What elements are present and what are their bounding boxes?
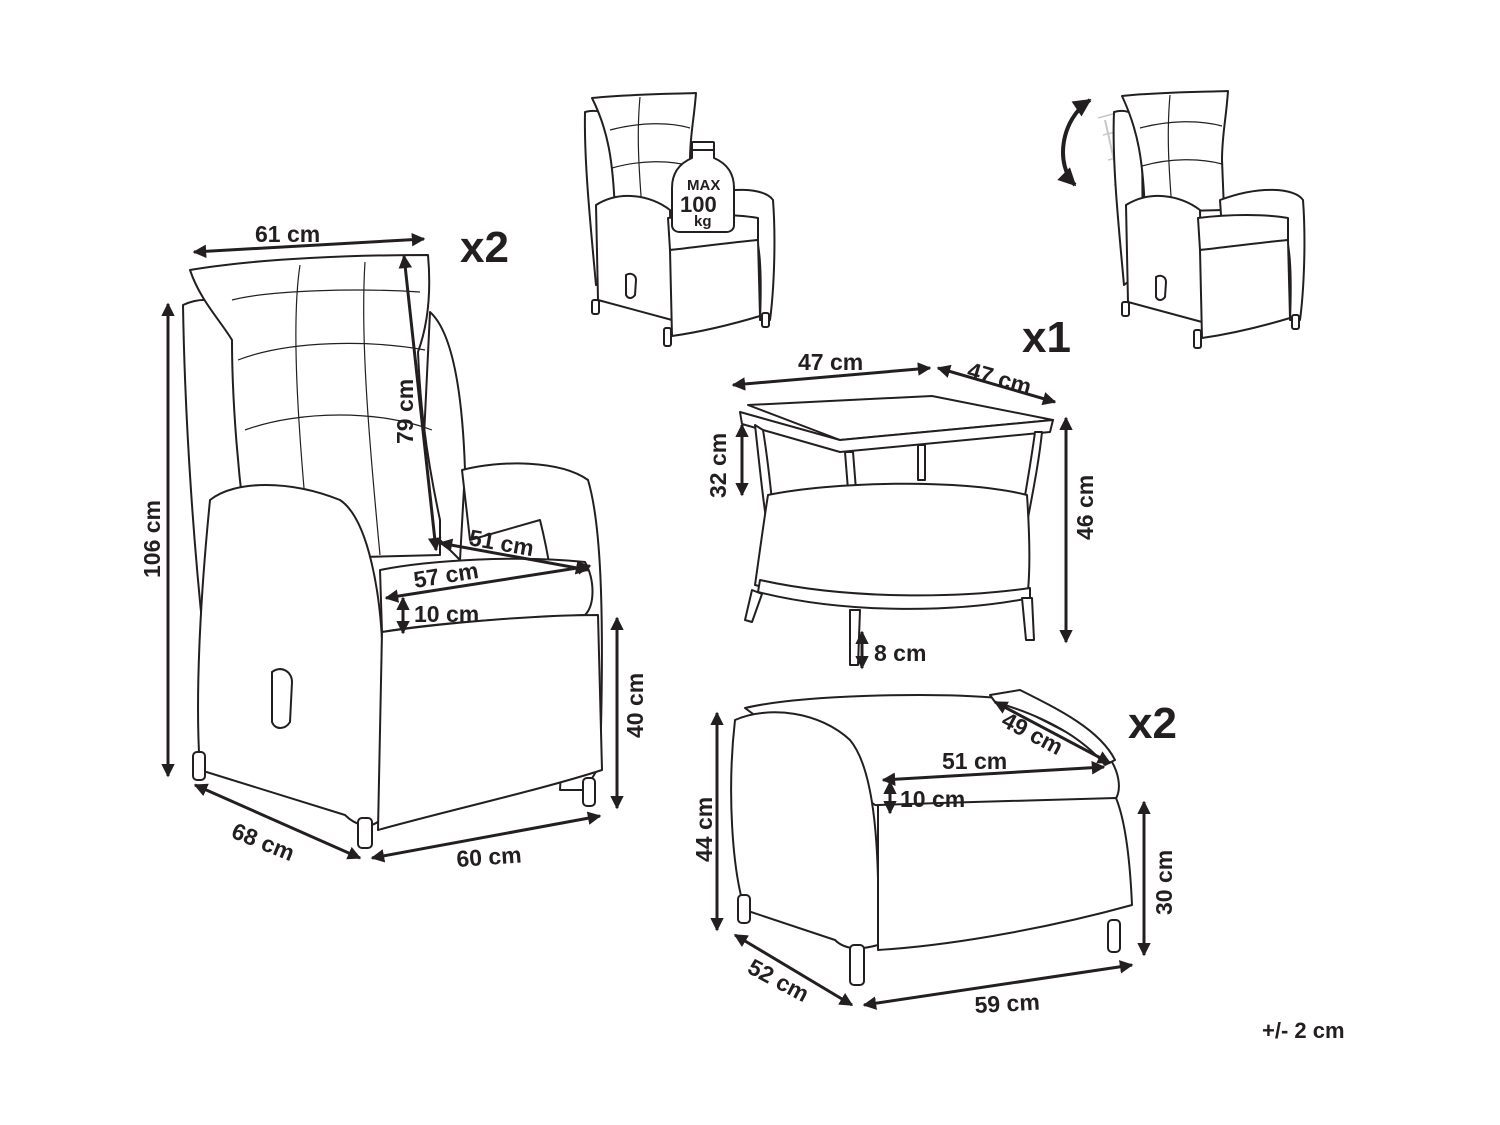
load-capacity-badge: MAX 100 kg <box>671 141 735 233</box>
chair-width-arrow <box>192 232 426 259</box>
ottoman-frame-height-label: 30 cm <box>1151 850 1177 915</box>
ottoman-quantity: x2 <box>1128 699 1177 748</box>
tolerance-note: +/- 2 cm <box>1262 1018 1345 1043</box>
ottoman-height-label: 44 cm <box>691 797 717 862</box>
ottoman-width-label: 59 cm <box>974 989 1040 1018</box>
table-leg-clearance-label: 32 cm <box>705 433 731 498</box>
seat-depth-label: 51 cm <box>467 524 536 561</box>
ottoman-cushion-label: 10 cm <box>900 786 965 812</box>
ottoman-dimension-arrows <box>710 700 1151 1010</box>
chair-depth-arrow <box>193 783 362 860</box>
chair-width-label: 61 cm <box>255 221 320 247</box>
chair-front-width-label: 60 cm <box>456 842 523 872</box>
badge-max-label: MAX <box>687 177 720 194</box>
backrest-height-label: 79 cm <box>392 379 418 444</box>
ottoman-illustration <box>730 689 1133 986</box>
chair-quantity: x2 <box>460 223 509 272</box>
chair-load-illustration <box>583 92 776 347</box>
chair-illustration <box>182 254 603 849</box>
table-width-label: 47 cm <box>798 349 863 375</box>
ottoman-top-width-arrow <box>881 760 1106 787</box>
table-height-label: 46 cm <box>1072 475 1098 540</box>
side-table-dimension-arrows <box>731 362 1073 670</box>
chair-recline-illustration <box>1057 90 1306 349</box>
chair-front-width-arrow <box>370 811 602 863</box>
ottoman-depth-arrow <box>733 933 854 1007</box>
recline-arrow-icon <box>1057 98 1092 187</box>
side-table-illustration <box>739 395 1054 666</box>
chair-dimension-arrows <box>161 232 624 863</box>
badge-value: 100 <box>680 192 717 217</box>
table-foot-label: 8 cm <box>874 640 926 666</box>
chair-dimension-labels: x2 61 cm 106 cm 79 cm 51 cm 57 cm 10 cm … <box>139 221 648 872</box>
ottoman-width-arrow <box>862 960 1134 1010</box>
table-depth-arrow <box>936 364 1057 406</box>
chair-height-label: 106 cm <box>139 500 165 578</box>
table-depth-label: 47 cm <box>965 357 1035 400</box>
badge-unit: kg <box>694 213 712 230</box>
table-width-arrow <box>731 362 932 391</box>
seat-width-arrow <box>384 561 592 603</box>
ottoman-top-width-label: 51 cm <box>942 748 1007 774</box>
ottoman-top-depth-arrow <box>993 700 1112 765</box>
backrest-height-arrow <box>398 254 442 552</box>
chair-cushion-label: 10 cm <box>414 601 479 627</box>
table-quantity: x1 <box>1022 313 1071 362</box>
seat-height-label: 40 cm <box>622 673 648 738</box>
